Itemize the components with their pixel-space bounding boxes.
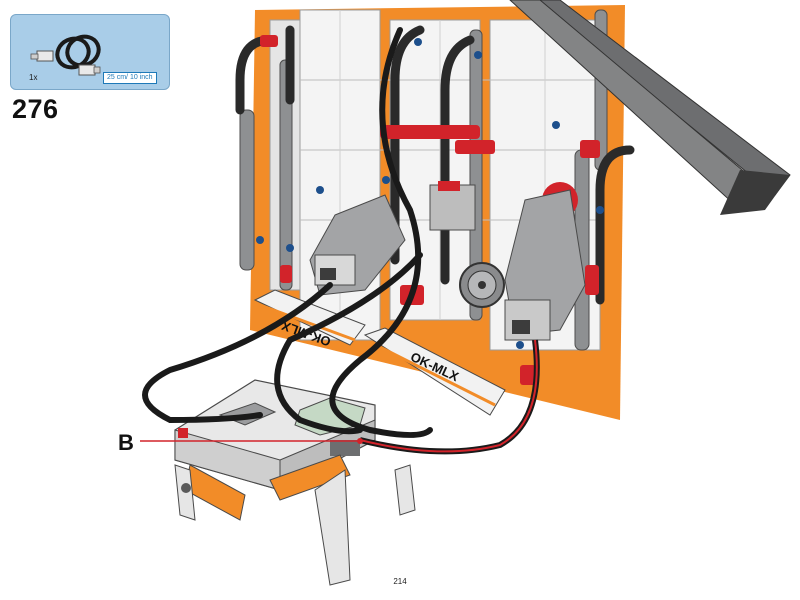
- callout-pointer-icon: [357, 438, 363, 444]
- cable-b-highlight: [359, 339, 538, 453]
- ev3-brick: [174, 379, 416, 586]
- callout-label-b: B: [118, 430, 134, 455]
- grey-beams: [239, 9, 608, 351]
- page-number: 214: [393, 577, 407, 586]
- part-callout-box: 1x 25 cm/ 10 inch: [10, 14, 170, 90]
- black-cables: [142, 27, 433, 438]
- large-motor-right: [504, 189, 586, 341]
- gear-icon: [459, 262, 505, 308]
- ok-mlx-beams: OK-MLX OK-MLX: [253, 289, 506, 416]
- cable-length-label: 25 cm/ 10 inch: [103, 72, 157, 84]
- diagonal-beams: [509, 0, 791, 215]
- connector-cable-coil-icon: [30, 34, 101, 76]
- large-motor-left: [309, 181, 476, 296]
- part-quantity: 1x: [29, 73, 38, 82]
- step-number: 276: [12, 94, 59, 124]
